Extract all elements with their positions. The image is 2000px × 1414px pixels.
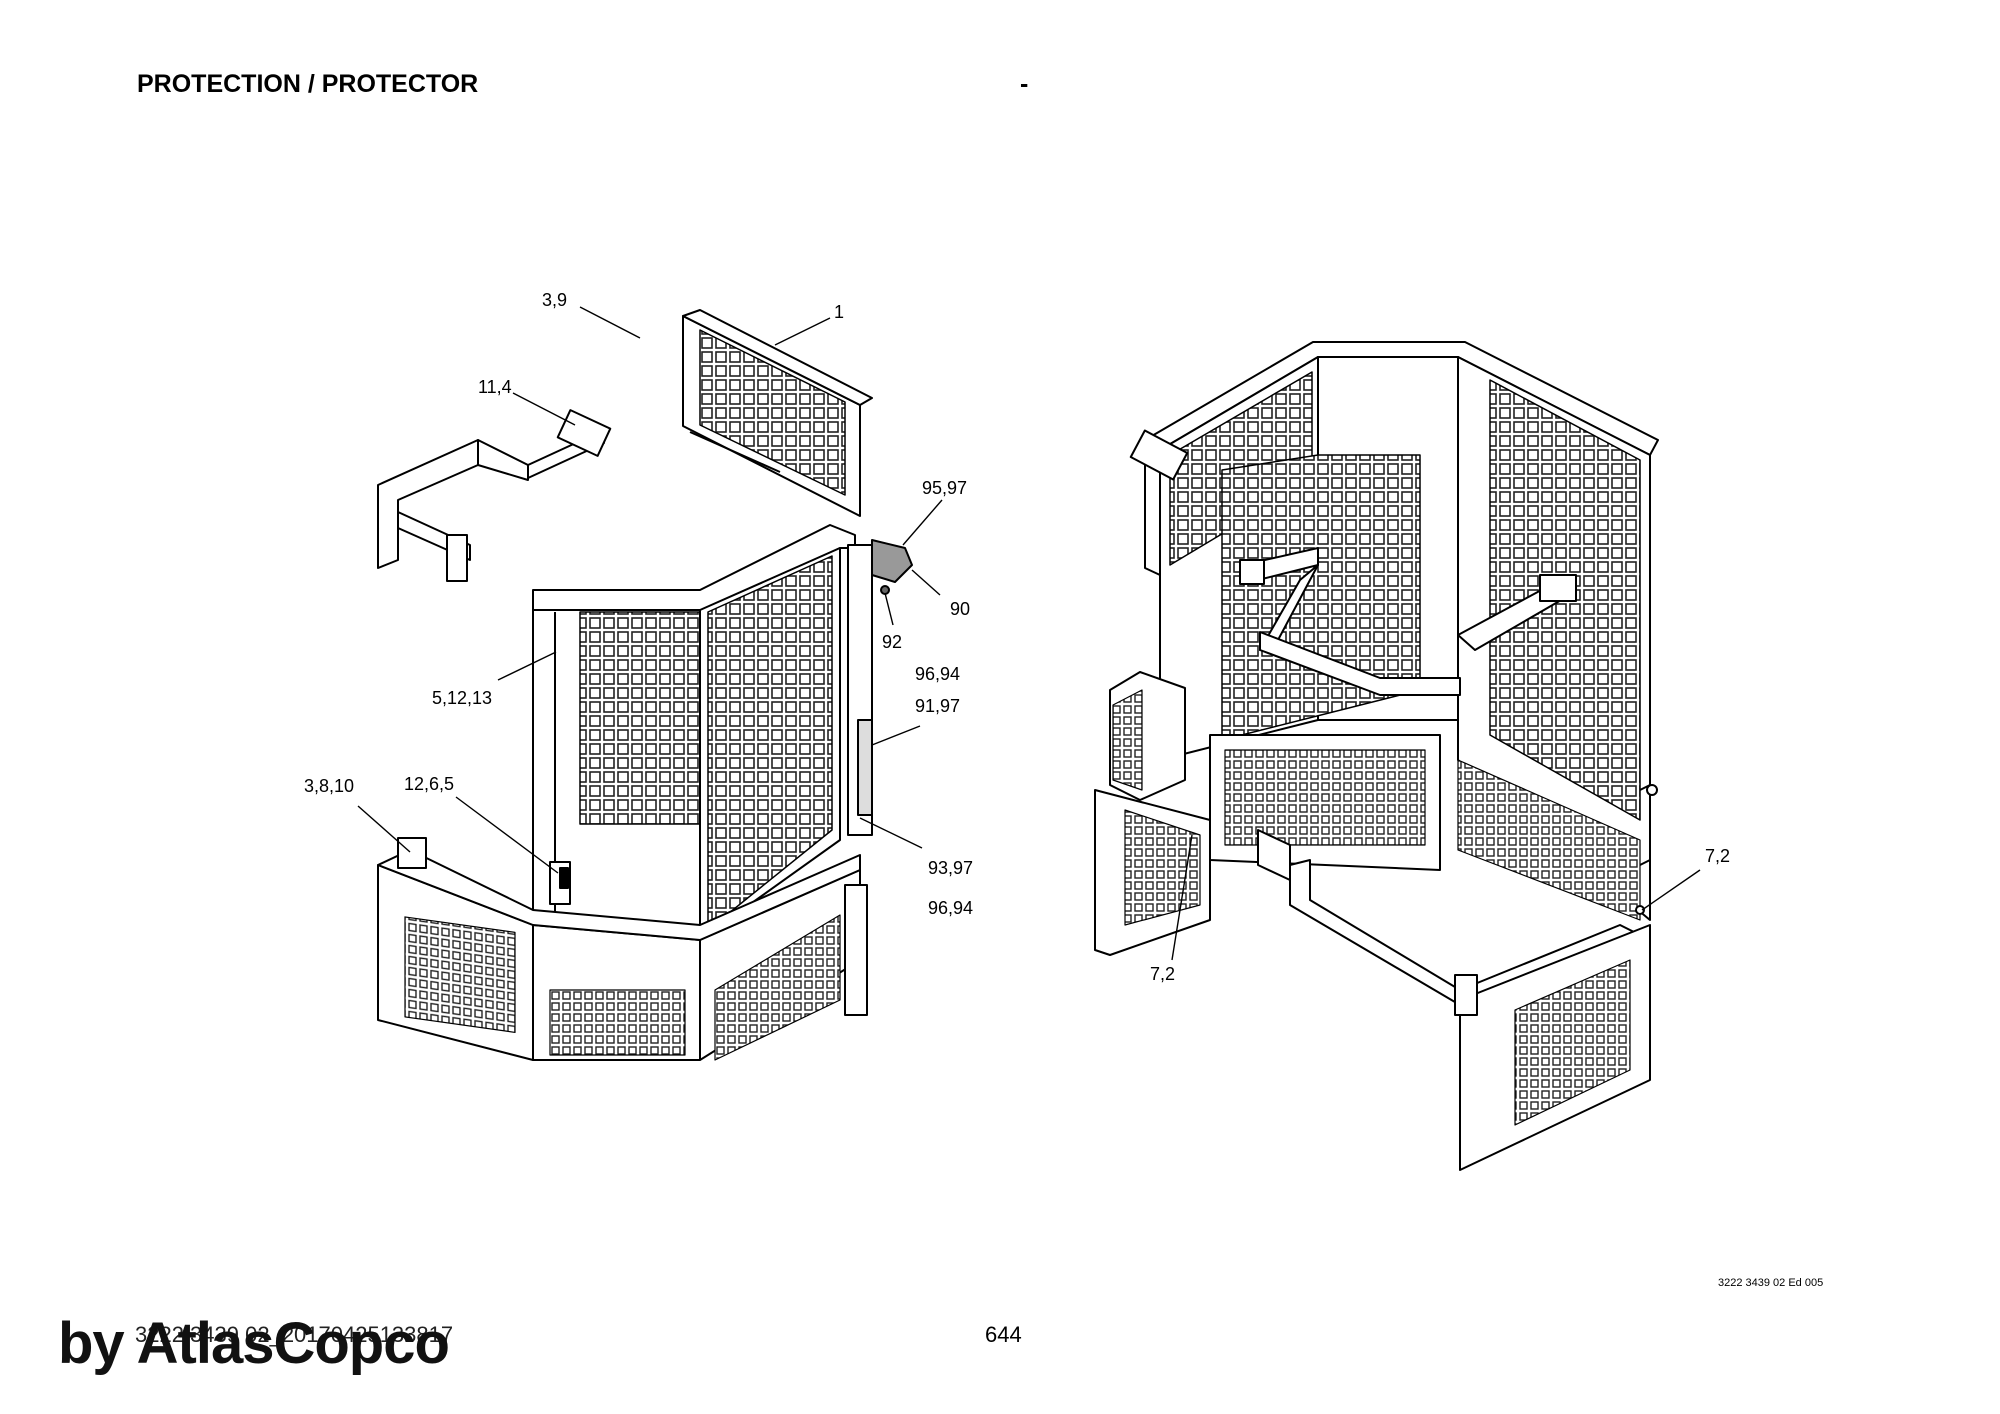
left-protector-assembly — [377, 309, 913, 1061]
callout-label: 5,12,13 — [432, 688, 492, 708]
document-id: 3222 3439 02_20170425133817 — [135, 1322, 454, 1347]
left-callouts: 3,9 1 11,4 95,97 90 92 96,94 91,97 5,12,… — [304, 290, 973, 918]
callout-label: 95,97 — [922, 478, 967, 498]
section-mark: - — [1020, 70, 1029, 98]
callout-label: 90 — [950, 599, 970, 619]
callout-label: 93,97 — [928, 858, 973, 878]
callout-label: 12,6,5 — [404, 774, 454, 794]
callout-label: 3,9 — [542, 290, 567, 310]
callout-label: 91,97 — [915, 696, 960, 716]
page-number: 644 — [985, 1322, 1022, 1347]
right-leader-lines — [1171, 834, 1701, 961]
left-leader-lines — [357, 306, 943, 874]
page-title: PROTECTION / PROTECTOR — [137, 70, 479, 98]
callout-label: 3,8,10 — [304, 776, 354, 796]
drawing-reference: 3222 3439 02 Ed 005 — [1718, 1277, 1824, 1289]
callout-label: 96,94 — [915, 664, 960, 684]
right-protector-assembly — [1094, 341, 1659, 1171]
lock-device — [871, 539, 913, 583]
callout-label: 92 — [882, 632, 902, 652]
callout-label: 96,94 — [928, 898, 973, 918]
callout-label: 11,4 — [478, 377, 512, 397]
right-callouts: 7,2 7,2 — [1150, 846, 1730, 984]
callout-label: 7,2 — [1705, 846, 1730, 866]
callout-label: 7,2 — [1150, 964, 1175, 984]
callout-label: 1 — [834, 302, 844, 322]
atlascopco-watermark: by AtlasCopco — [58, 1311, 450, 1376]
